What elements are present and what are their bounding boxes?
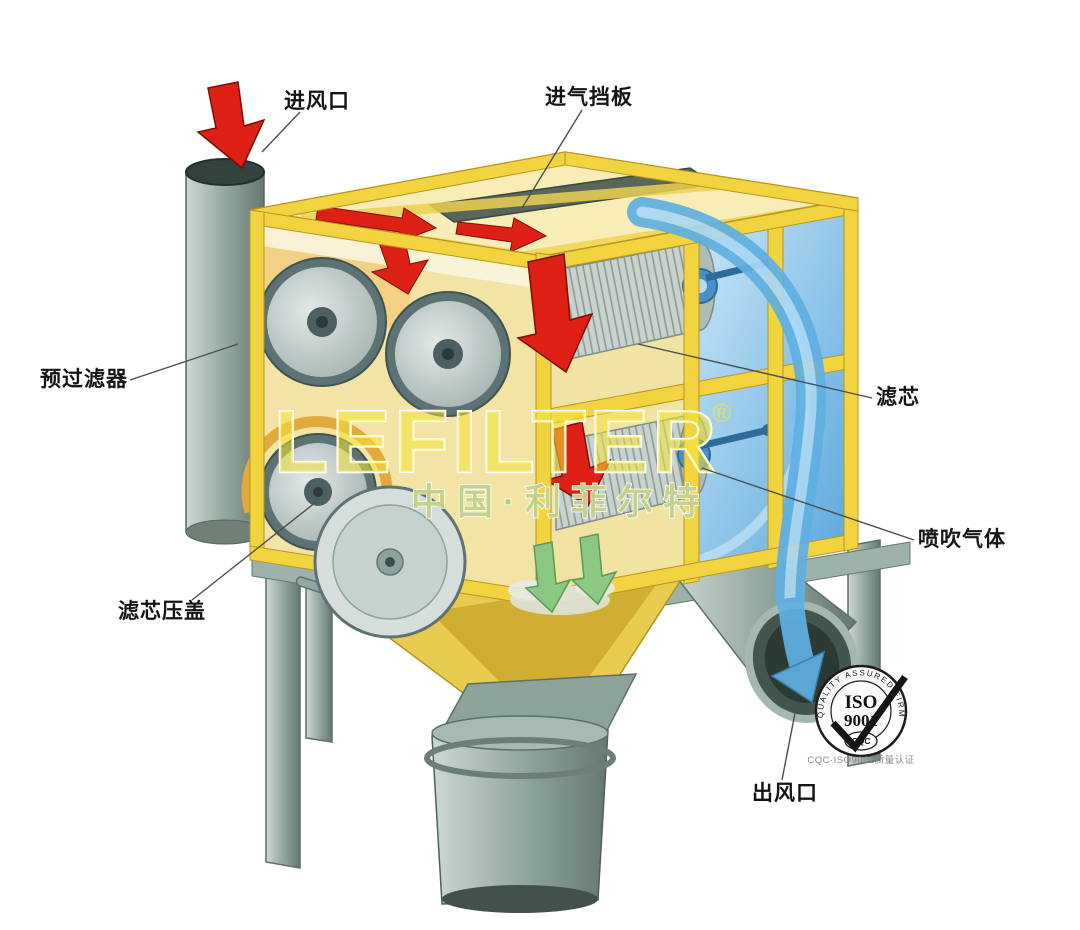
- cartridge-end-1-bolt: [316, 316, 328, 328]
- cartridge-end-2: [385, 291, 511, 417]
- badge-checkmark: [830, 674, 908, 753]
- label-cartridge-cover: 滤芯压盖: [118, 600, 206, 623]
- dirty-air-arrow-top-2: [455, 217, 548, 253]
- watermark-brand: LEFILTER: [274, 392, 720, 491]
- prefilter-top-cap: [185, 158, 265, 186]
- blowpipe-lower: [699, 426, 769, 450]
- box-top-face: [249, 151, 859, 257]
- frame-edge-right: [843, 197, 859, 552]
- watermark-subtitle: 中国·利菲尔特: [411, 481, 709, 522]
- label-filter-cartridge: 滤芯: [876, 386, 920, 409]
- leader-baffle: [521, 109, 583, 209]
- frame-edge-left: [249, 209, 265, 563]
- leader-pulse-gas: [701, 467, 915, 541]
- dirty-air-arrow-top-1: [315, 205, 438, 243]
- box-front-face: [241, 209, 552, 639]
- label-air-outlet: 出风口: [752, 782, 818, 805]
- cartridge-pressure-cover: [295, 485, 467, 639]
- dirty-air-arrow-main: [516, 253, 594, 374]
- frame-top-back-edge: [564, 151, 859, 212]
- leader-inlet: [261, 111, 301, 153]
- inlet-air-arrow: [196, 81, 266, 170]
- dust-arrow-1: [524, 541, 572, 614]
- stand-leg-front-left: [265, 559, 301, 869]
- iso9001-badge: QUALITY ASSURED FIRM ISO 9001 CQC CQC·IS…: [807, 664, 914, 766]
- clean-air-arrow-head: [770, 650, 826, 704]
- clean-air-exit-shaft: [777, 596, 815, 668]
- watermark: LEFILTER ® 中国·利菲尔特: [273, 391, 731, 523]
- leader-prefilter: [129, 343, 239, 381]
- cartridge-end-1: [257, 257, 387, 387]
- label-pulse-gas: 喷吹气体: [918, 528, 1006, 551]
- badge-iso-text: ISO: [845, 692, 878, 713]
- filter-cartridge-upper: [555, 241, 778, 363]
- dust-arrow-2: [570, 533, 618, 606]
- leader-outlet: [781, 707, 797, 781]
- clean-air-arrow: [627, 197, 827, 704]
- leader-cover: [191, 501, 317, 601]
- badge-caption: CQC·ISO9001质量认证: [807, 754, 914, 766]
- leader-lines: [129, 109, 915, 781]
- watermark-reg-mark: ®: [712, 398, 731, 428]
- label-prefilter: 预过滤器: [40, 368, 128, 391]
- dirty-air-arrow-lower: [544, 421, 612, 508]
- cover-bolt: [385, 557, 395, 567]
- falling-dust: [508, 533, 618, 615]
- dust-bin-cylinder: [431, 729, 609, 905]
- cartridge-end-2-bolt: [442, 348, 454, 360]
- stand-leg-back-left: [305, 583, 333, 743]
- label-air-inlet: 进风口: [284, 90, 350, 113]
- cartridge-end-3-bolt: [313, 487, 323, 497]
- leader-cartridge: [637, 343, 873, 399]
- cartridge-upper-pleats: [556, 242, 700, 362]
- dust-bin-flange: [424, 737, 616, 779]
- clean-air-path-highlight: [636, 206, 817, 604]
- label-intake-baffle: 进气挡板: [545, 86, 633, 109]
- dust-bin-bottom: [442, 885, 598, 913]
